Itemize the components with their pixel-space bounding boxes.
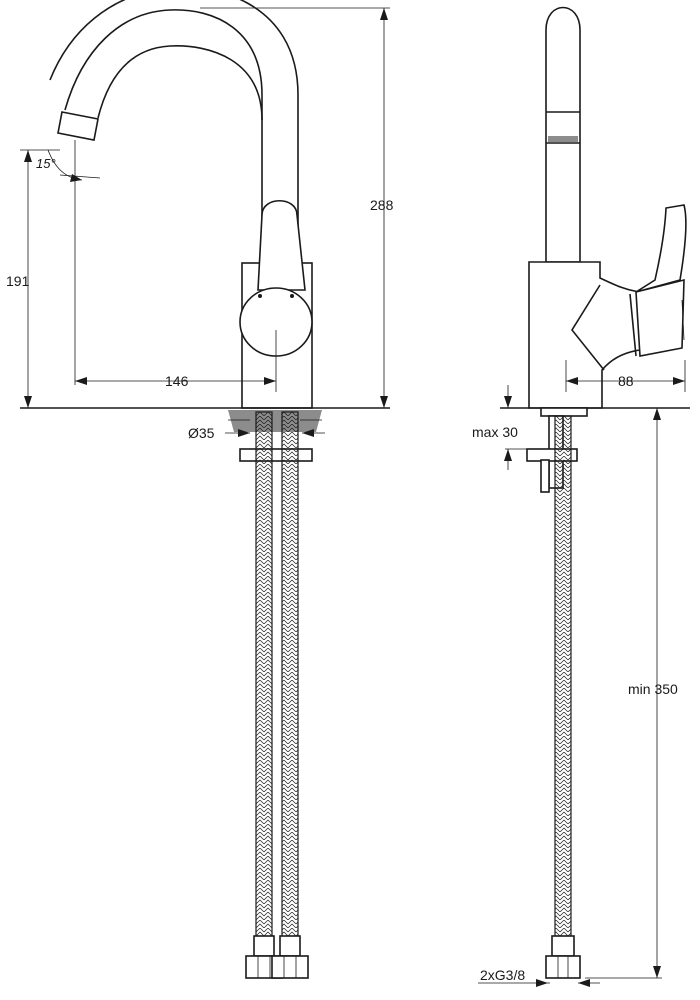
spout-tip (57, 111, 99, 141)
dim-angle: 15° (36, 156, 56, 171)
dim-connection: 2xG3/8 (480, 967, 525, 983)
front-spout (49, 0, 299, 265)
front-countertop-section (228, 410, 322, 432)
front-dimensions: 288 191 15° 146 Ø35 (6, 7, 394, 441)
front-hose-right (281, 411, 299, 951)
dim-depth: 88 (618, 373, 634, 389)
side-hose (554, 415, 572, 951)
dim-base-diameter: Ø35 (188, 425, 215, 441)
front-hose-left (255, 411, 273, 951)
dim-hose-length: min 350 (628, 681, 678, 697)
front-view (20, 0, 390, 979)
side-view (500, 6, 690, 979)
dim-max-thickness: max 30 (472, 424, 518, 440)
side-spout (545, 6, 581, 263)
side-dimensions: 88 max 30 min 350 2xG3/8 (472, 360, 686, 987)
dim-reach: 146 (165, 373, 189, 389)
side-lever (635, 204, 687, 357)
dim-spout-height: 191 (6, 273, 30, 289)
dim-height-total: 288 (370, 197, 394, 213)
